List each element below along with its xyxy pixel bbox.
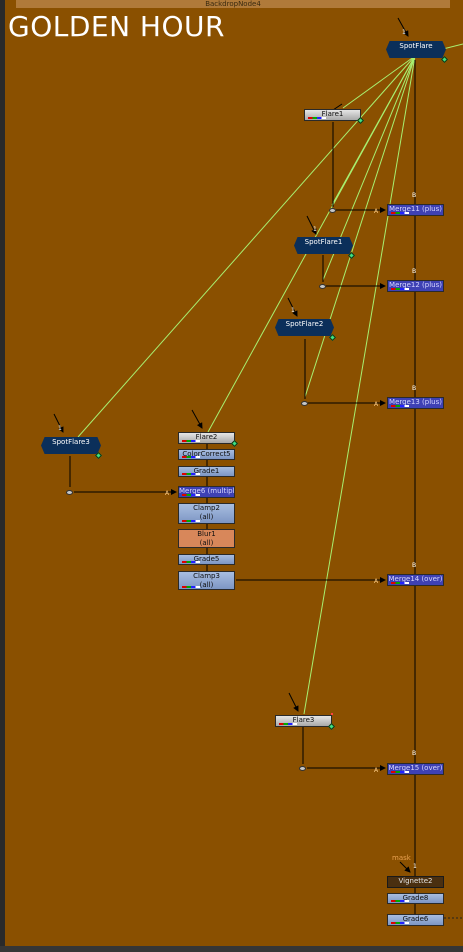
vignette2-input-label: 1 bbox=[413, 863, 417, 870]
node-merge13[interactable]: Merge13 (plus) bbox=[387, 397, 444, 409]
merge15-b-label: B bbox=[412, 750, 417, 757]
spotflare-input-label: 1 bbox=[402, 29, 406, 36]
merge12-dot[interactable] bbox=[319, 284, 326, 289]
node-blur1-label: Blur1 bbox=[197, 530, 216, 538]
merge13-dot[interactable] bbox=[301, 401, 308, 406]
node-merge15[interactable]: Merge15 (over) bbox=[387, 763, 444, 775]
node-merge6-label: Merge6 (multipl bbox=[179, 487, 235, 495]
viewer-edge bbox=[0, 0, 5, 952]
node-vignette2[interactable]: Vignette2 bbox=[387, 876, 444, 888]
node-grade6-label: Grade6 bbox=[402, 915, 429, 923]
merge15-dot[interactable] bbox=[299, 766, 306, 771]
node-merge12-label: Merge12 (plus) bbox=[389, 281, 442, 289]
spotflare3-input-label: 1 bbox=[58, 425, 62, 432]
node-grade8[interactable]: Grade8 bbox=[387, 893, 444, 904]
channel-bar bbox=[391, 212, 409, 214]
channel-bar bbox=[182, 473, 200, 475]
node-merge14[interactable]: Merge14 (over) bbox=[387, 574, 444, 586]
node-spotflare3[interactable]: SpotFlare3 bbox=[41, 437, 101, 454]
node-grade8-label: Grade8 bbox=[402, 894, 429, 902]
node-flare2[interactable]: Flare2 bbox=[178, 432, 235, 444]
flare3-marker-icon bbox=[331, 713, 333, 715]
node-flare2-label: Flare2 bbox=[195, 433, 218, 441]
node-merge11-label: Merge11 (plus) bbox=[389, 205, 442, 213]
node-grade6[interactable]: Grade6 bbox=[387, 914, 444, 926]
spotflare1-input-label: 1 bbox=[313, 226, 317, 233]
node-merge12[interactable]: Merge12 (plus) bbox=[387, 280, 444, 292]
node-blur1-sublabel: (all) bbox=[199, 539, 214, 547]
node-clamp3-label: Clamp3 bbox=[193, 572, 220, 580]
node-merge6[interactable]: Merge6 (multipl bbox=[178, 486, 235, 498]
channel-bar bbox=[182, 586, 200, 588]
node-colorcorrect5-label: ColorCorrect5 bbox=[182, 450, 231, 458]
merge11-b-label: B bbox=[412, 192, 417, 199]
vignette2-mask-label: mask bbox=[392, 854, 411, 862]
merge14-a-label: A bbox=[374, 578, 379, 585]
channel-bar bbox=[391, 900, 409, 902]
node-clamp3-sublabel: (all) bbox=[199, 581, 214, 589]
node-spotflare1[interactable]: SpotFlare1 bbox=[294, 237, 353, 254]
node-grade1-label: Grade1 bbox=[193, 467, 220, 475]
spotflare2-input-label: 1 bbox=[291, 307, 295, 314]
backdrop-label: GOLDEN HOUR bbox=[8, 10, 225, 43]
channel-bar bbox=[391, 582, 409, 584]
node-grade5-label: Grade5 bbox=[193, 555, 220, 563]
merge6-dot[interactable] bbox=[66, 490, 73, 495]
node-spotflare[interactable]: SpotFlare bbox=[386, 41, 446, 58]
channel-bar bbox=[279, 723, 297, 725]
node-grade5[interactable]: Grade5 bbox=[178, 554, 235, 565]
channel-bar bbox=[182, 440, 200, 442]
merge11-a-label: A bbox=[374, 208, 379, 215]
merge15-a-label: A bbox=[374, 767, 379, 774]
merge13-a-label: A bbox=[374, 401, 379, 408]
backdrop-header[interactable]: BackdropNode4 bbox=[16, 0, 450, 8]
channel-bar bbox=[391, 405, 409, 407]
node-flare3-label: Flare3 bbox=[292, 716, 315, 724]
node-clamp2-sublabel: (all) bbox=[199, 513, 214, 521]
channel-bar bbox=[308, 117, 326, 119]
channel-bar bbox=[182, 561, 200, 563]
node-blur1[interactable]: Blur1(all) bbox=[178, 529, 235, 548]
node-clamp3[interactable]: Clamp3(all) bbox=[178, 571, 235, 590]
node-spotflare2[interactable]: SpotFlare2 bbox=[275, 319, 334, 336]
merge12-b-label: B bbox=[412, 268, 417, 275]
node-merge14-label: Merge14 (over) bbox=[388, 575, 443, 583]
green-link-lines bbox=[77, 43, 463, 715]
node-clamp2[interactable]: Clamp2(all) bbox=[178, 503, 235, 524]
node-vignette2-label: Vignette2 bbox=[398, 877, 433, 885]
channel-bar bbox=[391, 288, 409, 290]
node-clamp2-label: Clamp2 bbox=[193, 504, 220, 512]
merge13-b-label: B bbox=[412, 385, 417, 392]
channel-bar bbox=[391, 922, 409, 924]
channel-bar bbox=[182, 520, 200, 522]
channel-bar bbox=[182, 456, 200, 458]
node-merge11[interactable]: Merge11 (plus) bbox=[387, 204, 444, 216]
channel-bar bbox=[391, 771, 409, 773]
node-colorcorrect5[interactable]: ColorCorrect5 bbox=[178, 449, 235, 460]
node-flare1[interactable]: Flare1 bbox=[304, 109, 361, 121]
node-flare3[interactable]: Flare3 bbox=[275, 715, 332, 727]
node-merge15-label: Merge15 (over) bbox=[388, 764, 443, 772]
node-flare1-label: Flare1 bbox=[321, 110, 344, 118]
node-grade1[interactable]: Grade1 bbox=[178, 466, 235, 477]
merge6-a-label: A bbox=[165, 490, 170, 497]
merge11-dot[interactable] bbox=[329, 208, 336, 213]
node-merge13-label: Merge13 (plus) bbox=[389, 398, 442, 406]
merge14-b-label: B bbox=[412, 562, 417, 569]
channel-bar bbox=[182, 494, 200, 496]
viewer-bottom-edge bbox=[0, 946, 463, 952]
